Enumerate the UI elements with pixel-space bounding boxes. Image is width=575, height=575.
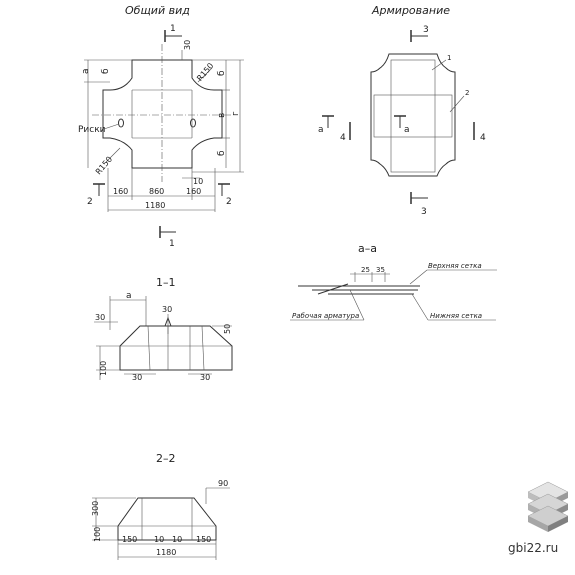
reinforcement-outline (370, 53, 456, 177)
gbi22-logo: gbi22.ru (508, 481, 569, 555)
cut-2-left-label: 2 (87, 197, 93, 207)
reinforcement-mesh-horizontal (373, 94, 453, 138)
aa-lower-mesh-leader (411, 293, 429, 321)
general-view-title: Общий вид (125, 4, 190, 17)
s22-dim-10-a: 10 (154, 535, 164, 544)
s22-dim-100: 100 (93, 527, 102, 542)
cut-3-bottom-label: 3 (421, 207, 427, 217)
cut-4-right-label: 4 (480, 133, 486, 143)
section-aa-title: а–а (358, 242, 377, 255)
radius-top-leader (197, 67, 213, 83)
reinforcement-title: Армирование (371, 4, 450, 17)
section-11: 1–1 а 30 30 50 100 30 30 (94, 276, 233, 382)
plan-label-b-right-bottom: б (217, 150, 227, 156)
s22-dim-1180: 1180 (156, 548, 176, 557)
section-22-title: 2–2 (156, 452, 176, 465)
callout-1: 1 (447, 54, 451, 62)
plan-label-a: а (81, 68, 91, 74)
s11-dim-30-top: 30 (162, 305, 172, 314)
plan-dim-10: 10 (193, 177, 203, 186)
plan-label-b-right-top: б (217, 70, 227, 76)
plan-label-v: в (217, 113, 227, 118)
cut-1-bottom-label: 1 (169, 239, 175, 249)
aa-working-rebar: Рабочая арматура (292, 312, 359, 320)
section-aa: а–а 25 35 Верхняя сетка Рабочая арматура… (290, 242, 497, 321)
aa-dim-35: 35 (376, 266, 385, 274)
aa-upper-mesh: Верхняя сетка (428, 262, 482, 270)
section-22: 2–2 90 300 100 150 10 10 150 1180 (91, 452, 230, 560)
callout-2: 2 (465, 89, 469, 97)
s11-dim-100: 100 (99, 361, 108, 376)
aa-bar-slope (317, 283, 349, 295)
s22-outline (117, 497, 217, 541)
cut-2-right-label: 2 (226, 197, 232, 207)
s11-inner-1 (147, 325, 151, 371)
mark-risk-right (190, 118, 196, 128)
cut-4-left-label: 4 (340, 133, 346, 143)
plan-label-g: г (231, 111, 241, 116)
plan-dim-160-right: 160 (186, 187, 201, 196)
plan-label-risk: Риски (78, 125, 106, 135)
cut-3-top-label: 3 (423, 25, 429, 35)
aa-lower-mesh: Нижняя сетка (430, 312, 482, 320)
s22-dim-10-b: 10 (172, 535, 182, 544)
callout-1-leader (431, 59, 447, 71)
s11-dim-30-bottom-right: 30 (200, 373, 210, 382)
s22-dim-150-left: 150 (122, 535, 137, 544)
plan-dim-1180: 1180 (145, 201, 165, 210)
plan-dim-160-left: 160 (113, 187, 128, 196)
plan-radius-bottom: R150 (94, 155, 114, 177)
s11-dim-30-left: 30 (95, 313, 105, 322)
reinforcement-mesh-vertical (390, 59, 436, 173)
s22-dim-90: 90 (218, 479, 228, 488)
reinforcement-label-a-right: а (404, 125, 410, 135)
plan-dim-30: 30 (183, 40, 192, 50)
cut-1-top-label: 1 (170, 24, 176, 34)
section-11-title: 1–1 (156, 276, 176, 289)
s11-dim-50: 50 (223, 324, 232, 334)
s22-dim-300: 300 (91, 501, 100, 516)
plan-label-b: б (101, 68, 111, 74)
aa-dim-25: 25 (361, 266, 370, 274)
plan-radius-top: R150 (195, 61, 215, 83)
aa-working-rebar-leader (349, 289, 365, 321)
callout-2-leader (449, 95, 465, 113)
s11-inner-4 (201, 325, 205, 371)
general-view: Общий вид 1 а б б в б г (78, 4, 244, 249)
s11-dim-30-bottom-left: 30 (132, 373, 142, 382)
stacked-slabs-icon (527, 481, 569, 532)
site-watermark: gbi22.ru (508, 541, 558, 555)
s11-outline (119, 325, 233, 371)
plan-dim-860: 860 (149, 187, 164, 196)
aa-upper-mesh-leader (409, 269, 428, 285)
mark-risk-left (118, 118, 124, 128)
risk-leader (103, 123, 120, 130)
reinforcement-view: Армирование 3 1 2 а 4 а 4 3 (318, 4, 486, 217)
radius-bottom-leader (105, 147, 121, 163)
s22-dim-150-right: 150 (196, 535, 211, 544)
reinforcement-label-a-left: а (318, 125, 324, 135)
s11-label-a: а (126, 291, 132, 301)
